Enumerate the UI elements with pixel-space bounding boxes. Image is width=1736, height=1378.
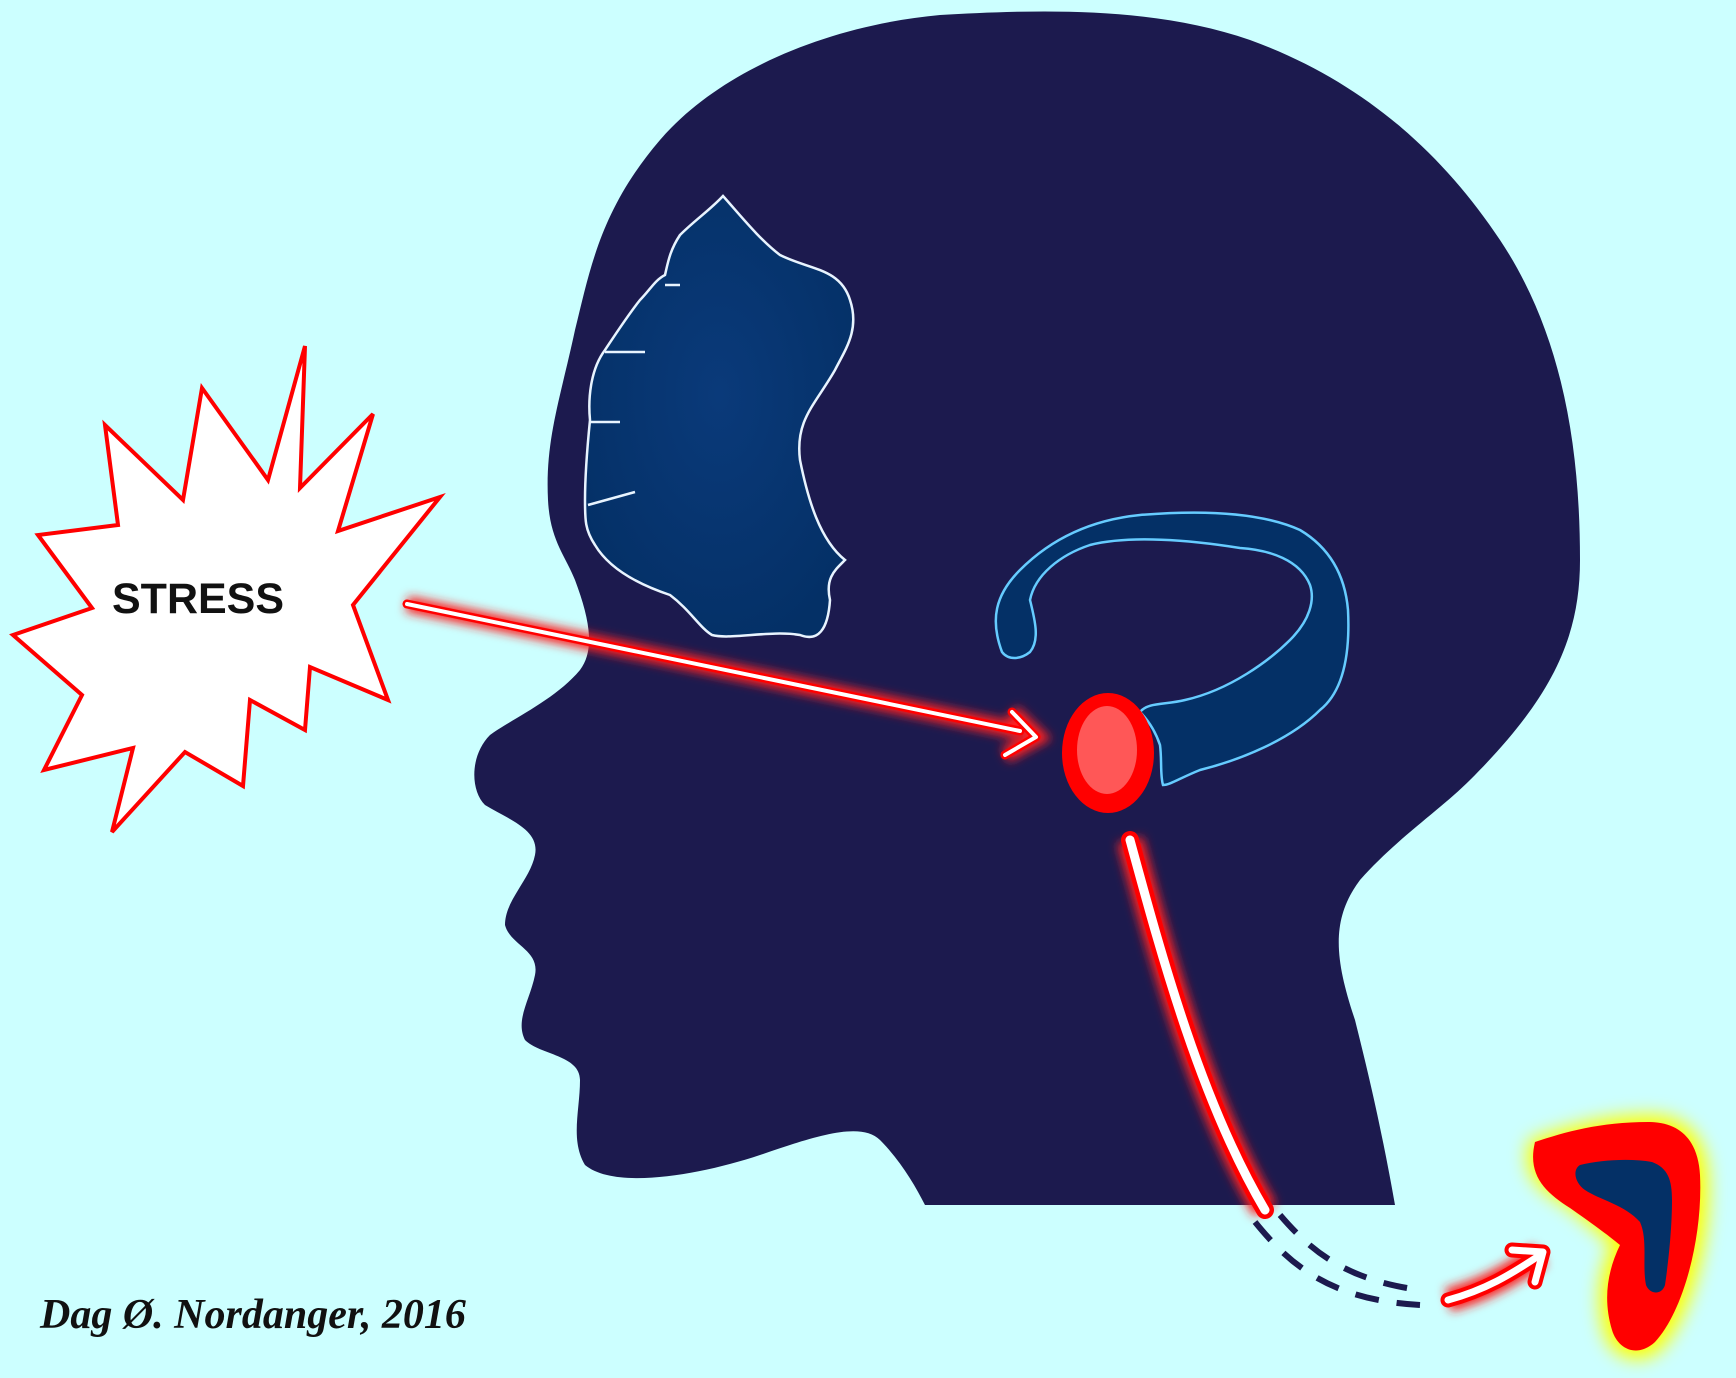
stress-label: STRESS [112,574,312,624]
adrenal-arrow [1448,1250,1543,1300]
adrenal-gland-shape [1527,1115,1708,1359]
author-credit: Dag Ø. Nordanger, 2016 [40,1290,466,1340]
amygdala-shape [1062,693,1154,813]
dashed-pathway [1255,1215,1420,1305]
